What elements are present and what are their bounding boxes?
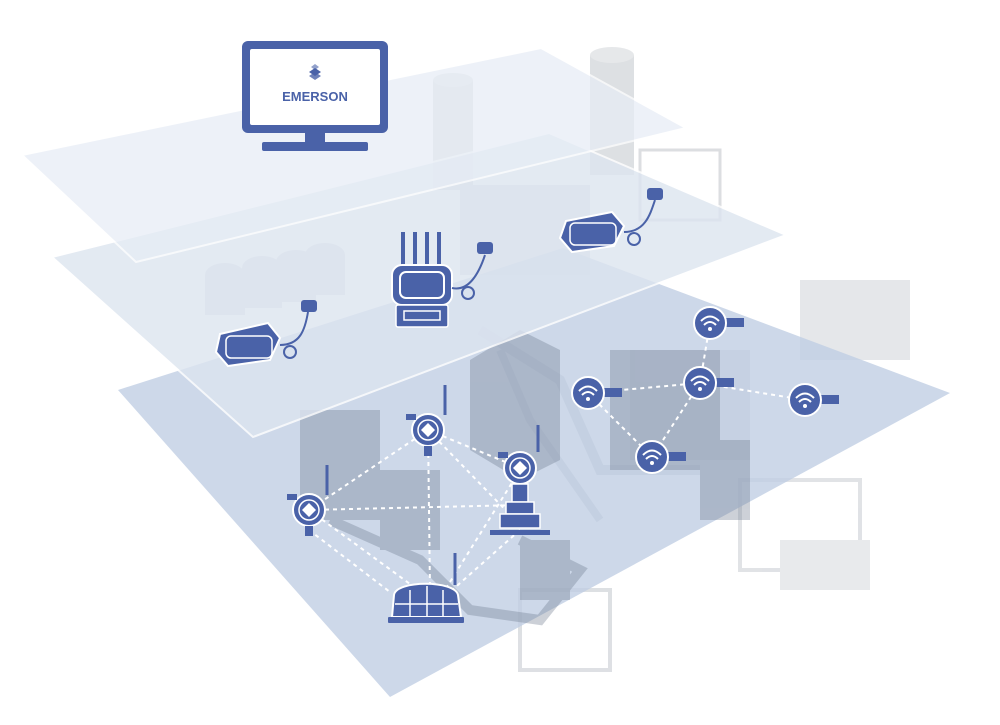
- emerson-logo-mark: [309, 64, 321, 80]
- field-gateway-icon: [388, 553, 464, 623]
- wireless-gateway-icon: [391, 232, 493, 328]
- wireless-adapter-right: [558, 188, 663, 254]
- emerson-logo-text: EMERSON: [282, 89, 348, 104]
- wifi-node-icon-top: [693, 306, 744, 340]
- wifi-node-icon-center: [683, 366, 734, 400]
- transmitter-icon-left: [287, 465, 329, 536]
- transmitter-icon-top: [406, 385, 447, 456]
- wifi-node-icon-right: [788, 383, 839, 417]
- pressure-transmitter-icon: [490, 425, 550, 535]
- wifi-node-icon-left: [571, 376, 622, 410]
- wireless-adapter-left: [214, 300, 317, 368]
- wifi-node-icon-bottom: [635, 440, 686, 474]
- monitor-icon: EMERSON: [242, 41, 388, 151]
